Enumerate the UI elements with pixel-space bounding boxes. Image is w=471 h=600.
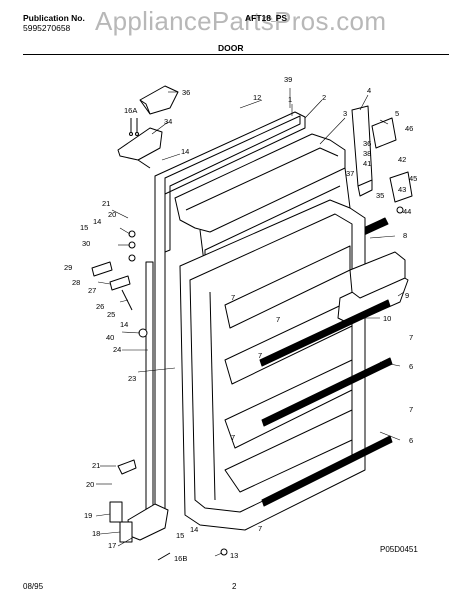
bracket-28 (109, 275, 131, 291)
hinge-pin-21 (117, 459, 137, 475)
publication-number: 5995270658 (23, 23, 71, 33)
callout-36-right: 36 (363, 139, 371, 148)
model-number: AFT18_PS (245, 13, 288, 23)
callout-14-low: 14 (120, 320, 128, 329)
callout-8-upper: 8 (403, 231, 407, 240)
callout-6a: 6 (409, 362, 413, 371)
callout-1: 1 (288, 95, 292, 104)
callout-40: 40 (106, 333, 114, 342)
bottom-hinge (127, 503, 169, 541)
callout-17: 17 (108, 541, 116, 550)
callout-21-bottom: 21 (92, 461, 100, 470)
callout-9: 9 (405, 291, 409, 300)
callout-41: 41 (363, 159, 371, 168)
handle-cap (371, 117, 397, 149)
callout-7b: 7 (276, 315, 280, 324)
callout-39: 39 (284, 75, 292, 84)
callout-37: 37 (346, 169, 354, 178)
watermark-text: AppliancePartsPros.com (95, 6, 387, 36)
header-rule (23, 54, 449, 55)
callout-46: 46 (405, 124, 413, 133)
callout-4: 4 (367, 86, 371, 95)
callout-15-top: 15 (80, 223, 88, 232)
callout-3: 3 (343, 109, 347, 118)
shelf-bar-6b (261, 357, 393, 427)
footer-date: 08/95 (23, 582, 44, 591)
callout-14-bottom: 14 (190, 525, 198, 534)
callout-20-bottom: 20 (86, 480, 94, 489)
butter-door (349, 251, 406, 299)
callout-7f: 7 (231, 433, 235, 442)
callout-45: 45 (409, 174, 417, 183)
publication-label: Publication No. (23, 13, 85, 23)
figure-code: P05D0451 (380, 545, 418, 554)
callout-7d: 7 (258, 351, 262, 360)
callout-6b: 6 (409, 436, 413, 445)
callout-16b: 16B (174, 554, 187, 563)
shelf-bar-6c (261, 435, 393, 507)
callout-7e: 7 (409, 405, 413, 414)
callout-28: 28 (72, 278, 80, 287)
left-trim-strip (145, 261, 154, 523)
callout-5: 5 (395, 109, 399, 118)
callout-14-mid: 14 (93, 217, 101, 226)
callout-23: 23 (128, 374, 136, 383)
shelf-bar-6a (259, 299, 391, 367)
callout-15-bottom: 15 (176, 531, 184, 540)
callout-21-top: 21 (102, 199, 110, 208)
top-hinge (117, 127, 163, 161)
callout-38: 38 (363, 149, 371, 158)
callout-30: 30 (82, 239, 90, 248)
door-shelf-2 (224, 299, 353, 385)
callout-43: 43 (398, 185, 406, 194)
bracket-29 (91, 261, 113, 277)
callout-29: 29 (64, 263, 72, 272)
callout-20-top: 20 (108, 210, 116, 219)
callout-36-left: 36 (182, 88, 190, 97)
right-hinge (389, 171, 413, 203)
callout-27: 27 (88, 286, 96, 295)
callout-18: 18 (92, 529, 100, 538)
callout-44: 44 (403, 207, 411, 216)
callout-24: 24 (113, 345, 121, 354)
callout-42: 42 (398, 155, 406, 164)
diagram-title: DOOR (218, 43, 244, 53)
callout-35: 35 (376, 191, 384, 200)
callout-13: 13 (230, 551, 238, 560)
top-hinge-cover (139, 85, 179, 115)
callout-34: 34 (164, 117, 172, 126)
callout-14-top: 14 (181, 147, 189, 156)
callout-16a: 16A (124, 106, 137, 115)
callout-19: 19 (84, 511, 92, 520)
callout-26: 26 (96, 302, 104, 311)
callout-10: 10 (383, 314, 391, 323)
callout-7a: 7 (231, 293, 235, 302)
door-shelf-4 (224, 409, 353, 493)
door-shelf-3 (224, 359, 353, 449)
callout-12: 12 (253, 93, 261, 102)
shim-19 (109, 501, 123, 523)
callout-25: 25 (107, 310, 115, 319)
callout-2: 2 (322, 93, 326, 102)
lower-door-liner (179, 199, 366, 531)
callout-7g: 7 (258, 524, 262, 533)
callout-7c: 7 (409, 333, 413, 342)
page-number: 2 (232, 582, 237, 591)
